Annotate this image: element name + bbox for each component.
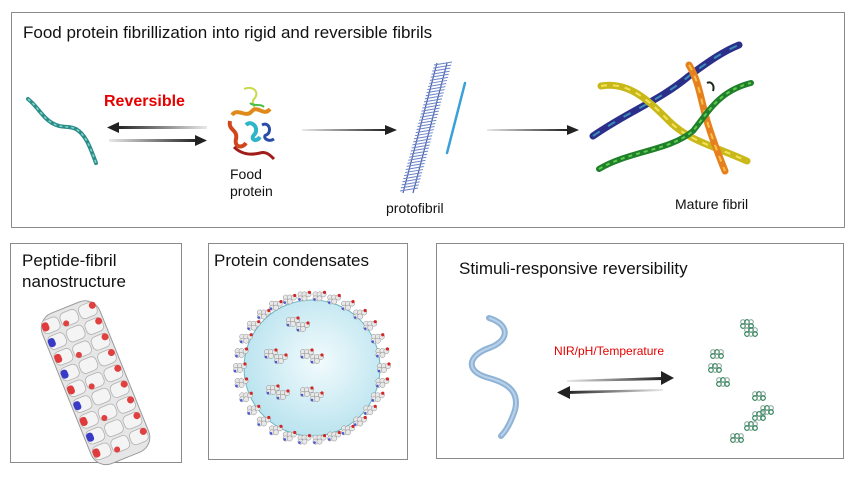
- arrow-to-protofibril-icon: [302, 125, 397, 135]
- stimuli-reversible-arrows-icon: [557, 371, 674, 399]
- peptide-fibril-panel: Peptide-fibril nanostructure: [10, 243, 182, 466]
- dispersed-proteins-icon: [708, 319, 774, 443]
- mature-fibril-icon: [589, 41, 754, 175]
- reversible-label: Reversible: [104, 93, 185, 110]
- arrow-to-mature-fibril-icon: [487, 125, 579, 135]
- protofibril-label: protofibril: [386, 200, 444, 216]
- peptide-title-line2: nanostructure: [22, 272, 126, 291]
- stimuli-title: Stimuli-responsive reversibility: [459, 259, 688, 278]
- stimuli-responsive-panel: Stimuli-responsive reversibility NIR/pH/…: [436, 243, 844, 459]
- food-protein-label-line2: protein: [230, 183, 273, 199]
- condensates-title: Protein condensates: [214, 251, 369, 270]
- peptide-fibril-nanostructure-icon: [40, 300, 151, 466]
- peptide-title-line1: Peptide-fibril: [22, 251, 117, 270]
- reversible-arrows-icon: [107, 122, 207, 146]
- protein-condensate-droplet-icon: [233, 290, 391, 445]
- mature-fibril-label: Mature fibril: [675, 196, 749, 212]
- stimuli-label: NIR/pH/Temperature: [554, 344, 665, 358]
- fibrillization-panel: Food protein fibrillization into rigid a…: [11, 12, 845, 228]
- protein-condensates-panel: Protein condensates: [208, 243, 408, 460]
- fibril-strand-icon: [468, 315, 519, 439]
- food-protein-structure-icon: [227, 87, 276, 161]
- fibrillization-title: Food protein fibrillization into rigid a…: [23, 23, 433, 42]
- unfolded-peptide-icon: [26, 97, 98, 165]
- protofibril-icon: [399, 61, 467, 194]
- food-protein-label-line1: Food: [230, 166, 262, 182]
